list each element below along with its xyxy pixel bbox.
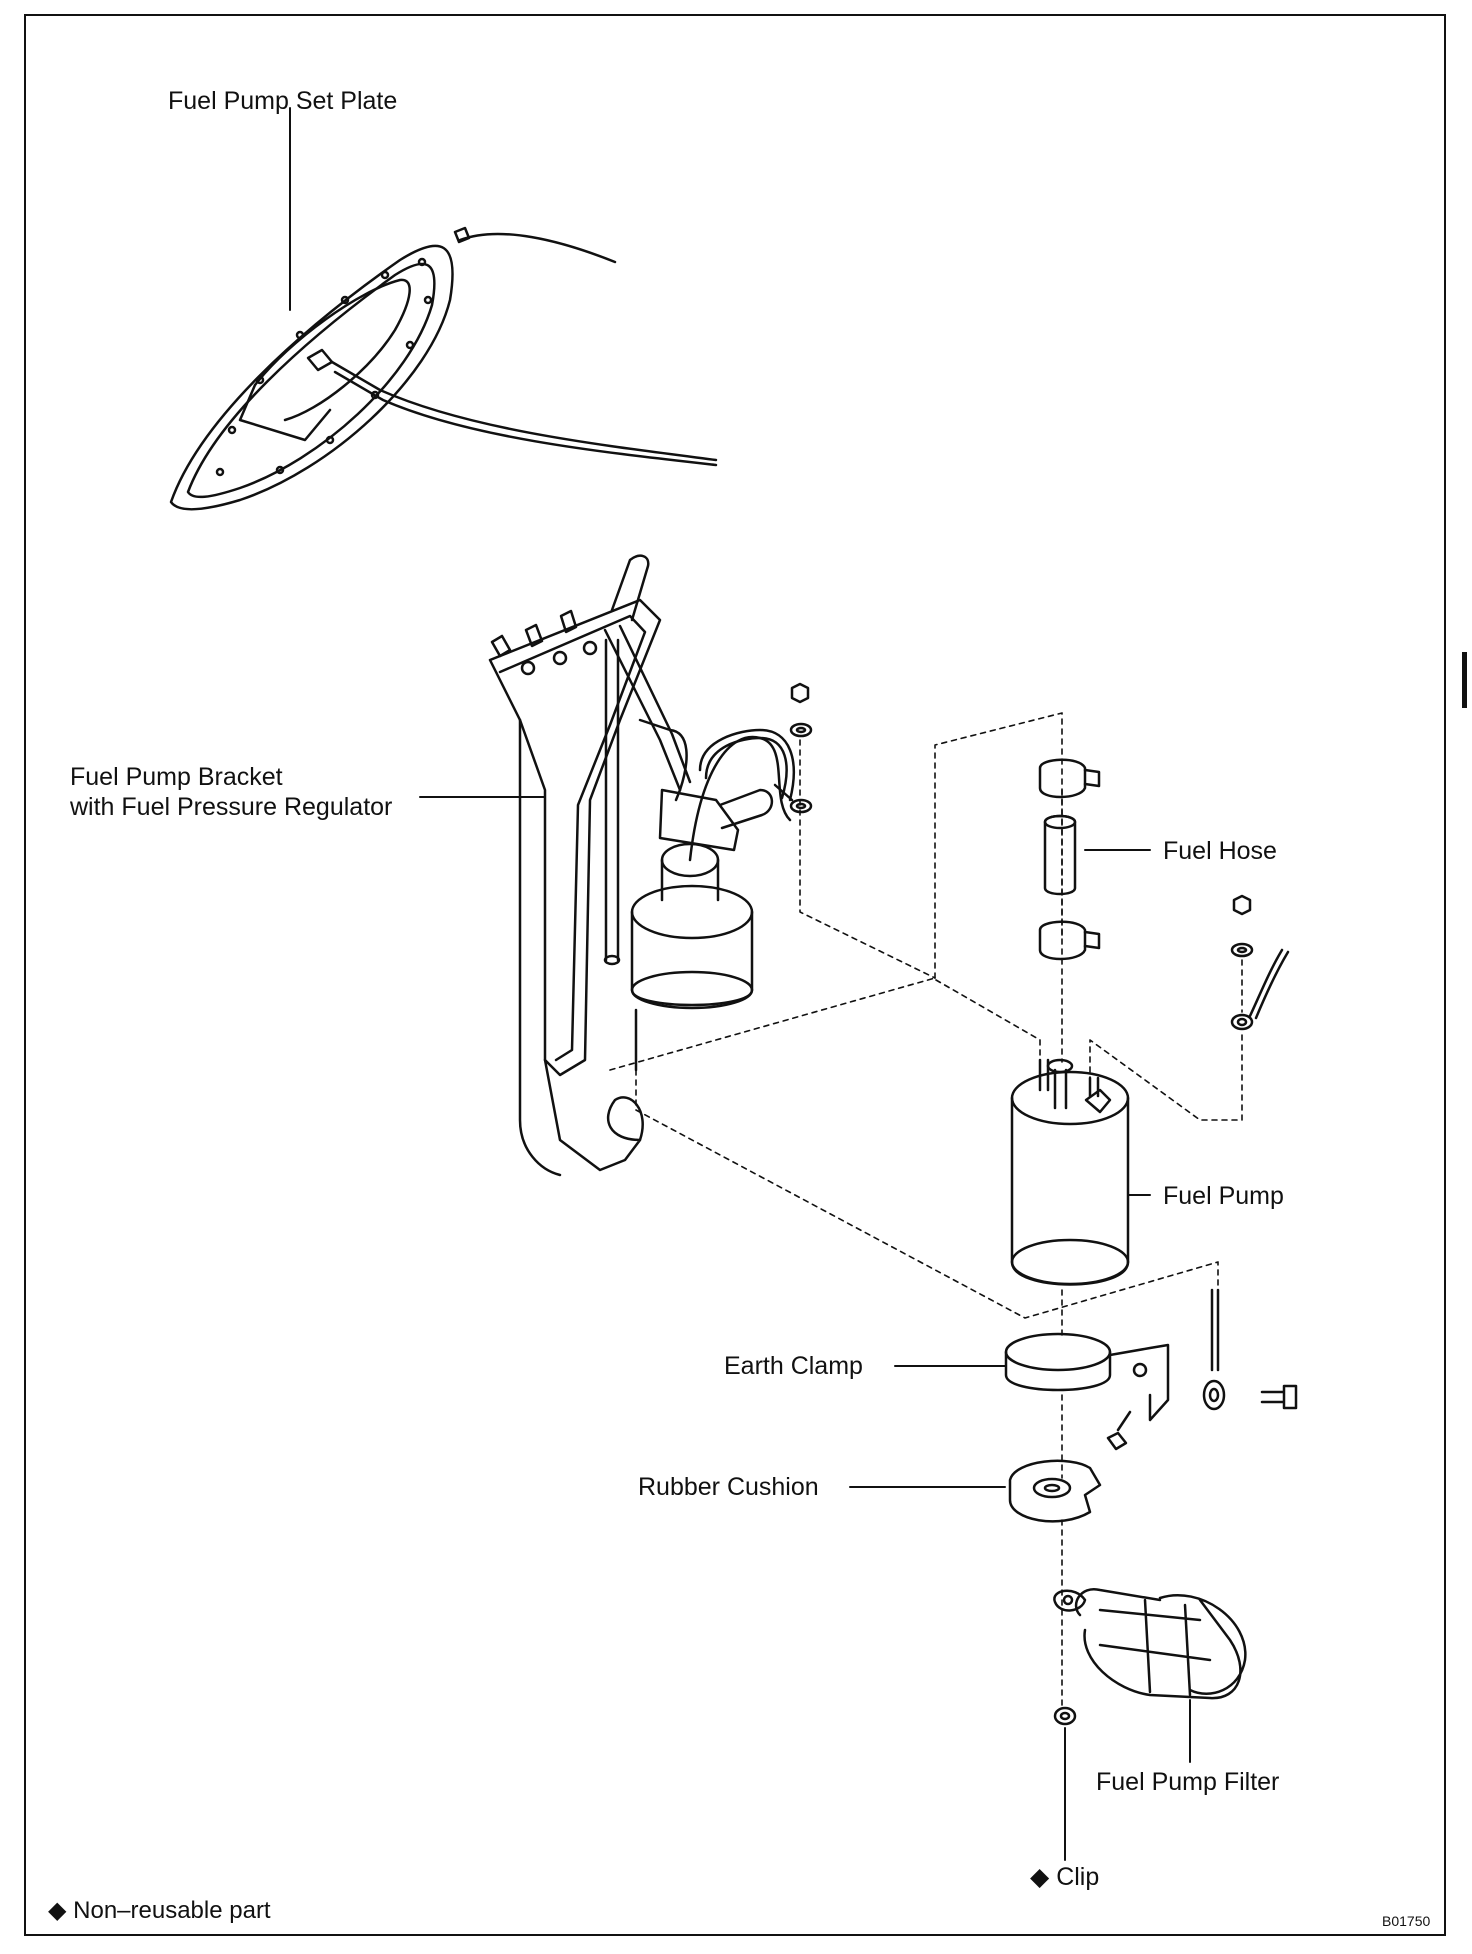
label-fuel-hose: Fuel Hose <box>1163 837 1277 865</box>
margin-mark <box>1462 652 1467 708</box>
nut-washer-stack-left <box>773 682 813 814</box>
assembly-lines <box>609 712 1243 1709</box>
fuel-pump-filter-drawing <box>1053 1587 1247 1700</box>
non-reusable-marker: ◆ <box>1030 1863 1050 1891</box>
earth-terminal-drawing <box>1202 1288 1298 1411</box>
earth-clamp-drawing <box>1004 1332 1170 1451</box>
label-bracket-line1: Fuel Pump Bracket <box>70 763 283 791</box>
nut-washer-stack-right <box>1230 894 1290 1031</box>
bracket-drawing <box>488 554 795 1177</box>
legend-non-reusable: ◆ Non–reusable part <box>48 1897 271 1924</box>
label-fuel-pump-filter: Fuel Pump Filter <box>1096 1768 1280 1796</box>
set-plate-drawing <box>169 226 718 511</box>
label-rubber-cushion: Rubber Cushion <box>638 1473 819 1501</box>
rubber-cushion-drawing <box>1008 1459 1102 1523</box>
fuel-hose-drawing <box>1038 758 1101 961</box>
legend-symbol: ◆ <box>48 1897 67 1924</box>
label-fuel-pump: Fuel Pump <box>1163 1182 1284 1210</box>
label-clip: ◆ Clip <box>1030 1863 1100 1891</box>
diagram-frame <box>24 14 1446 1936</box>
label-set-plate: Fuel Pump Set Plate <box>168 87 398 115</box>
clip-drawing <box>1053 1706 1077 1726</box>
figure-code: B01750 <box>1382 1913 1431 1929</box>
fuel-pump-drawing <box>1010 1058 1130 1286</box>
label-bracket-line2: with Fuel Pressure Regulator <box>70 793 393 821</box>
label-earth-clamp: Earth Clamp <box>724 1352 863 1380</box>
